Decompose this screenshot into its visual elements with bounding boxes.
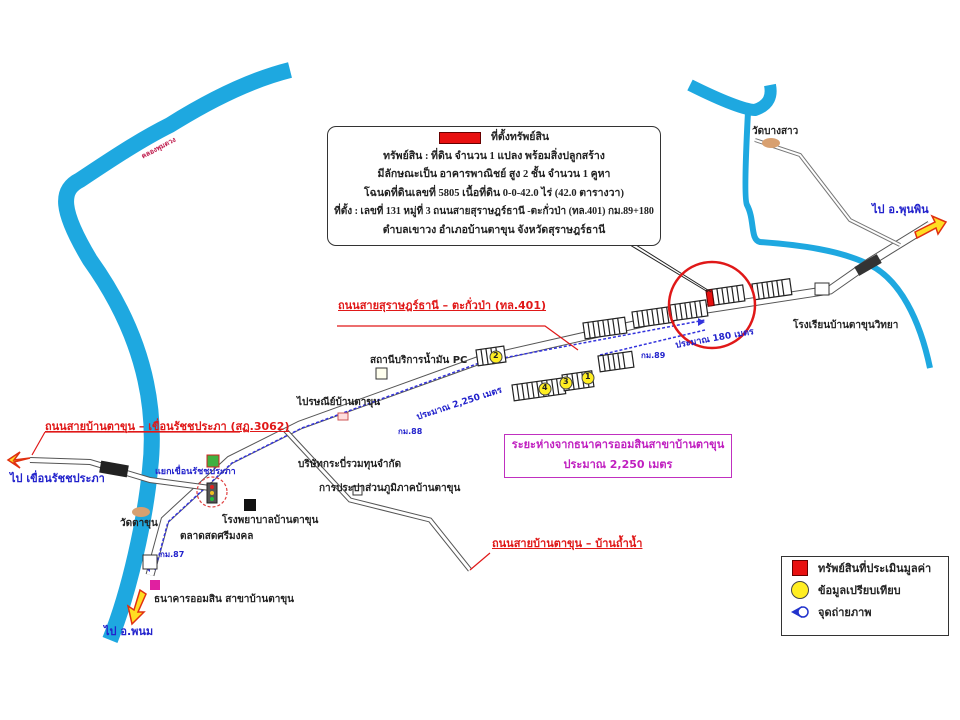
- arrow-to-phanom-icon: [126, 588, 147, 626]
- photo-point-icon: [698, 318, 705, 326]
- label-wat-bang-sao: วัดบางสาว: [752, 126, 799, 137]
- label-junction: แยกเขื่อนรัชชประภา: [155, 467, 236, 477]
- road-label-south: ถนนสายบ้านตาขุน – บ้านถ้ำน้ำ: [492, 537, 643, 550]
- legend-label: ทรัพย์สินที่ประเมินมูลค่า: [818, 562, 932, 575]
- temple-icon: [762, 138, 780, 148]
- comparable-4: [538, 382, 552, 396]
- subject-swatch-icon: [438, 131, 481, 144]
- comparable-label: 4: [542, 383, 548, 392]
- temple-west-icon: [132, 507, 150, 517]
- label-company: บริษัทกระบี่รวมทุนจำกัด: [298, 459, 402, 470]
- south-road: [283, 428, 472, 572]
- photo-point-legend-icon: [790, 604, 810, 620]
- junction-sign-icon: [206, 454, 220, 468]
- comparable-label: 1: [585, 372, 591, 381]
- subject-highlight-circle: [667, 260, 757, 350]
- river-east: [687, 79, 777, 117]
- hospital-icon: [244, 499, 256, 511]
- checkpoint-icon: [142, 554, 158, 570]
- leader-line: [629, 244, 712, 293]
- legend-label: ข้อมูลเปรียบเทียบ: [818, 584, 901, 597]
- label-post-office: ไปรษณีย์บ้านตาขุน: [297, 397, 381, 408]
- legend-item: ทรัพย์สินที่ประเมินมูลค่า: [782, 557, 948, 579]
- comparable-2: [489, 350, 503, 364]
- label-bank: ธนาคารออมสิน สาขาบ้านตาขุน: [154, 594, 295, 605]
- river-west: [58, 62, 292, 643]
- road-label-401: ถนนสายสุราษฎร์ธานี – ตะกั่วป่า (ทล.401): [338, 299, 547, 312]
- arrow-to-dam-icon: [6, 451, 31, 469]
- comparable-label: 3: [563, 377, 569, 386]
- distance-box-line: ประมาณ 2,250 เมตร: [563, 458, 673, 471]
- km-marker: กม.87: [160, 550, 185, 559]
- info-title: ที่ตั้งทรัพย์สิน: [490, 132, 550, 143]
- label-school: โรงเรียนบ้านตาขุนวิทยา: [793, 320, 899, 331]
- property-info-box: ที่ตั้งทรัพย์สิน ทรัพย์สิน : ที่ดิน จำนว…: [327, 126, 661, 246]
- road-label-3062: ถนนสายบ้านตาขุน – เขื่อนรัชชประภา (สฏ.30…: [45, 420, 290, 433]
- label-waterworks: การประปาส่วนภูมิภาคบ้านตาขุน: [319, 483, 461, 494]
- tollbooth-icon: [814, 282, 830, 296]
- comparable-markers: [489, 350, 595, 396]
- label-gas-station: สถานีบริการน้ำมัน PC: [370, 355, 468, 366]
- label-wat-ta-khun: วัดตาขุน: [120, 518, 158, 529]
- direction-phanom: ไป อ.พนม: [104, 625, 154, 638]
- subject-property-marker: [705, 289, 715, 307]
- legend-item: ข้อมูลเปรียบเทียบ: [782, 579, 948, 601]
- legend-label: จุดถ่ายภาพ: [818, 606, 872, 619]
- post-icon: [337, 412, 349, 421]
- comparable-label: 2: [493, 351, 499, 360]
- legend-item: จุดถ่ายภาพ: [782, 601, 948, 623]
- building-blocks: [475, 278, 793, 402]
- junction-highlight: [196, 476, 228, 508]
- bang-sao-road: [754, 138, 901, 247]
- waterworks-icon: [352, 485, 363, 496]
- river-east-main: [742, 111, 933, 369]
- comparable-3: [559, 376, 573, 390]
- red-square-icon: [790, 560, 810, 576]
- km-marker: กม.88: [398, 427, 423, 436]
- distance-route: [154, 319, 706, 571]
- distance-box-line: ระยะห่างจากธนาคารออมสินสาขาบ้านตาขุน: [511, 438, 725, 451]
- arrow-to-phunphin-icon: [914, 214, 948, 240]
- direction-phunphin: ไป อ.พุนพิน: [872, 203, 929, 216]
- label-market: ตลาดสดศรีมงคล: [180, 531, 254, 542]
- km-marker: กม.89: [641, 351, 666, 360]
- info-line: โฉนดที่ดินเลขที่ 5805 เนื้อที่ดิน 0-0-42…: [364, 187, 624, 199]
- info-line: ทรัพย์สิน : ที่ดิน จำนวน 1 แปลง พร้อมสิ่…: [383, 150, 605, 162]
- info-line: มีลักษณะเป็น อาคารพาณิชย์ สูง 2 ชั้น จำน…: [377, 169, 611, 180]
- map-legend: ทรัพย์สินที่ประเมินมูลค่า ข้อมูลเปรียบเท…: [781, 556, 949, 636]
- info-line: ที่ตั้ง : เลขที่ 131 หมู่ที่ 3 ถนนสายสุร…: [334, 206, 654, 217]
- label-hospital: โรงพยาบาลบ้านตาขุน: [222, 515, 319, 526]
- distance-box: ระยะห่างจากธนาคารออมสินสาขาบ้านตาขุน ประ…: [504, 434, 732, 478]
- bank-icon: [150, 580, 160, 590]
- comparable-1: [581, 371, 595, 385]
- yellow-circle-icon: [790, 581, 810, 599]
- direction-dam: ไป เขื่อนรัชชประภา: [10, 472, 105, 485]
- gas-pump-icon: [375, 367, 388, 380]
- info-line: ตำบลเขาวง อำเภอบ้านตาขุน จังหวัดสุราษฎร์…: [382, 224, 606, 236]
